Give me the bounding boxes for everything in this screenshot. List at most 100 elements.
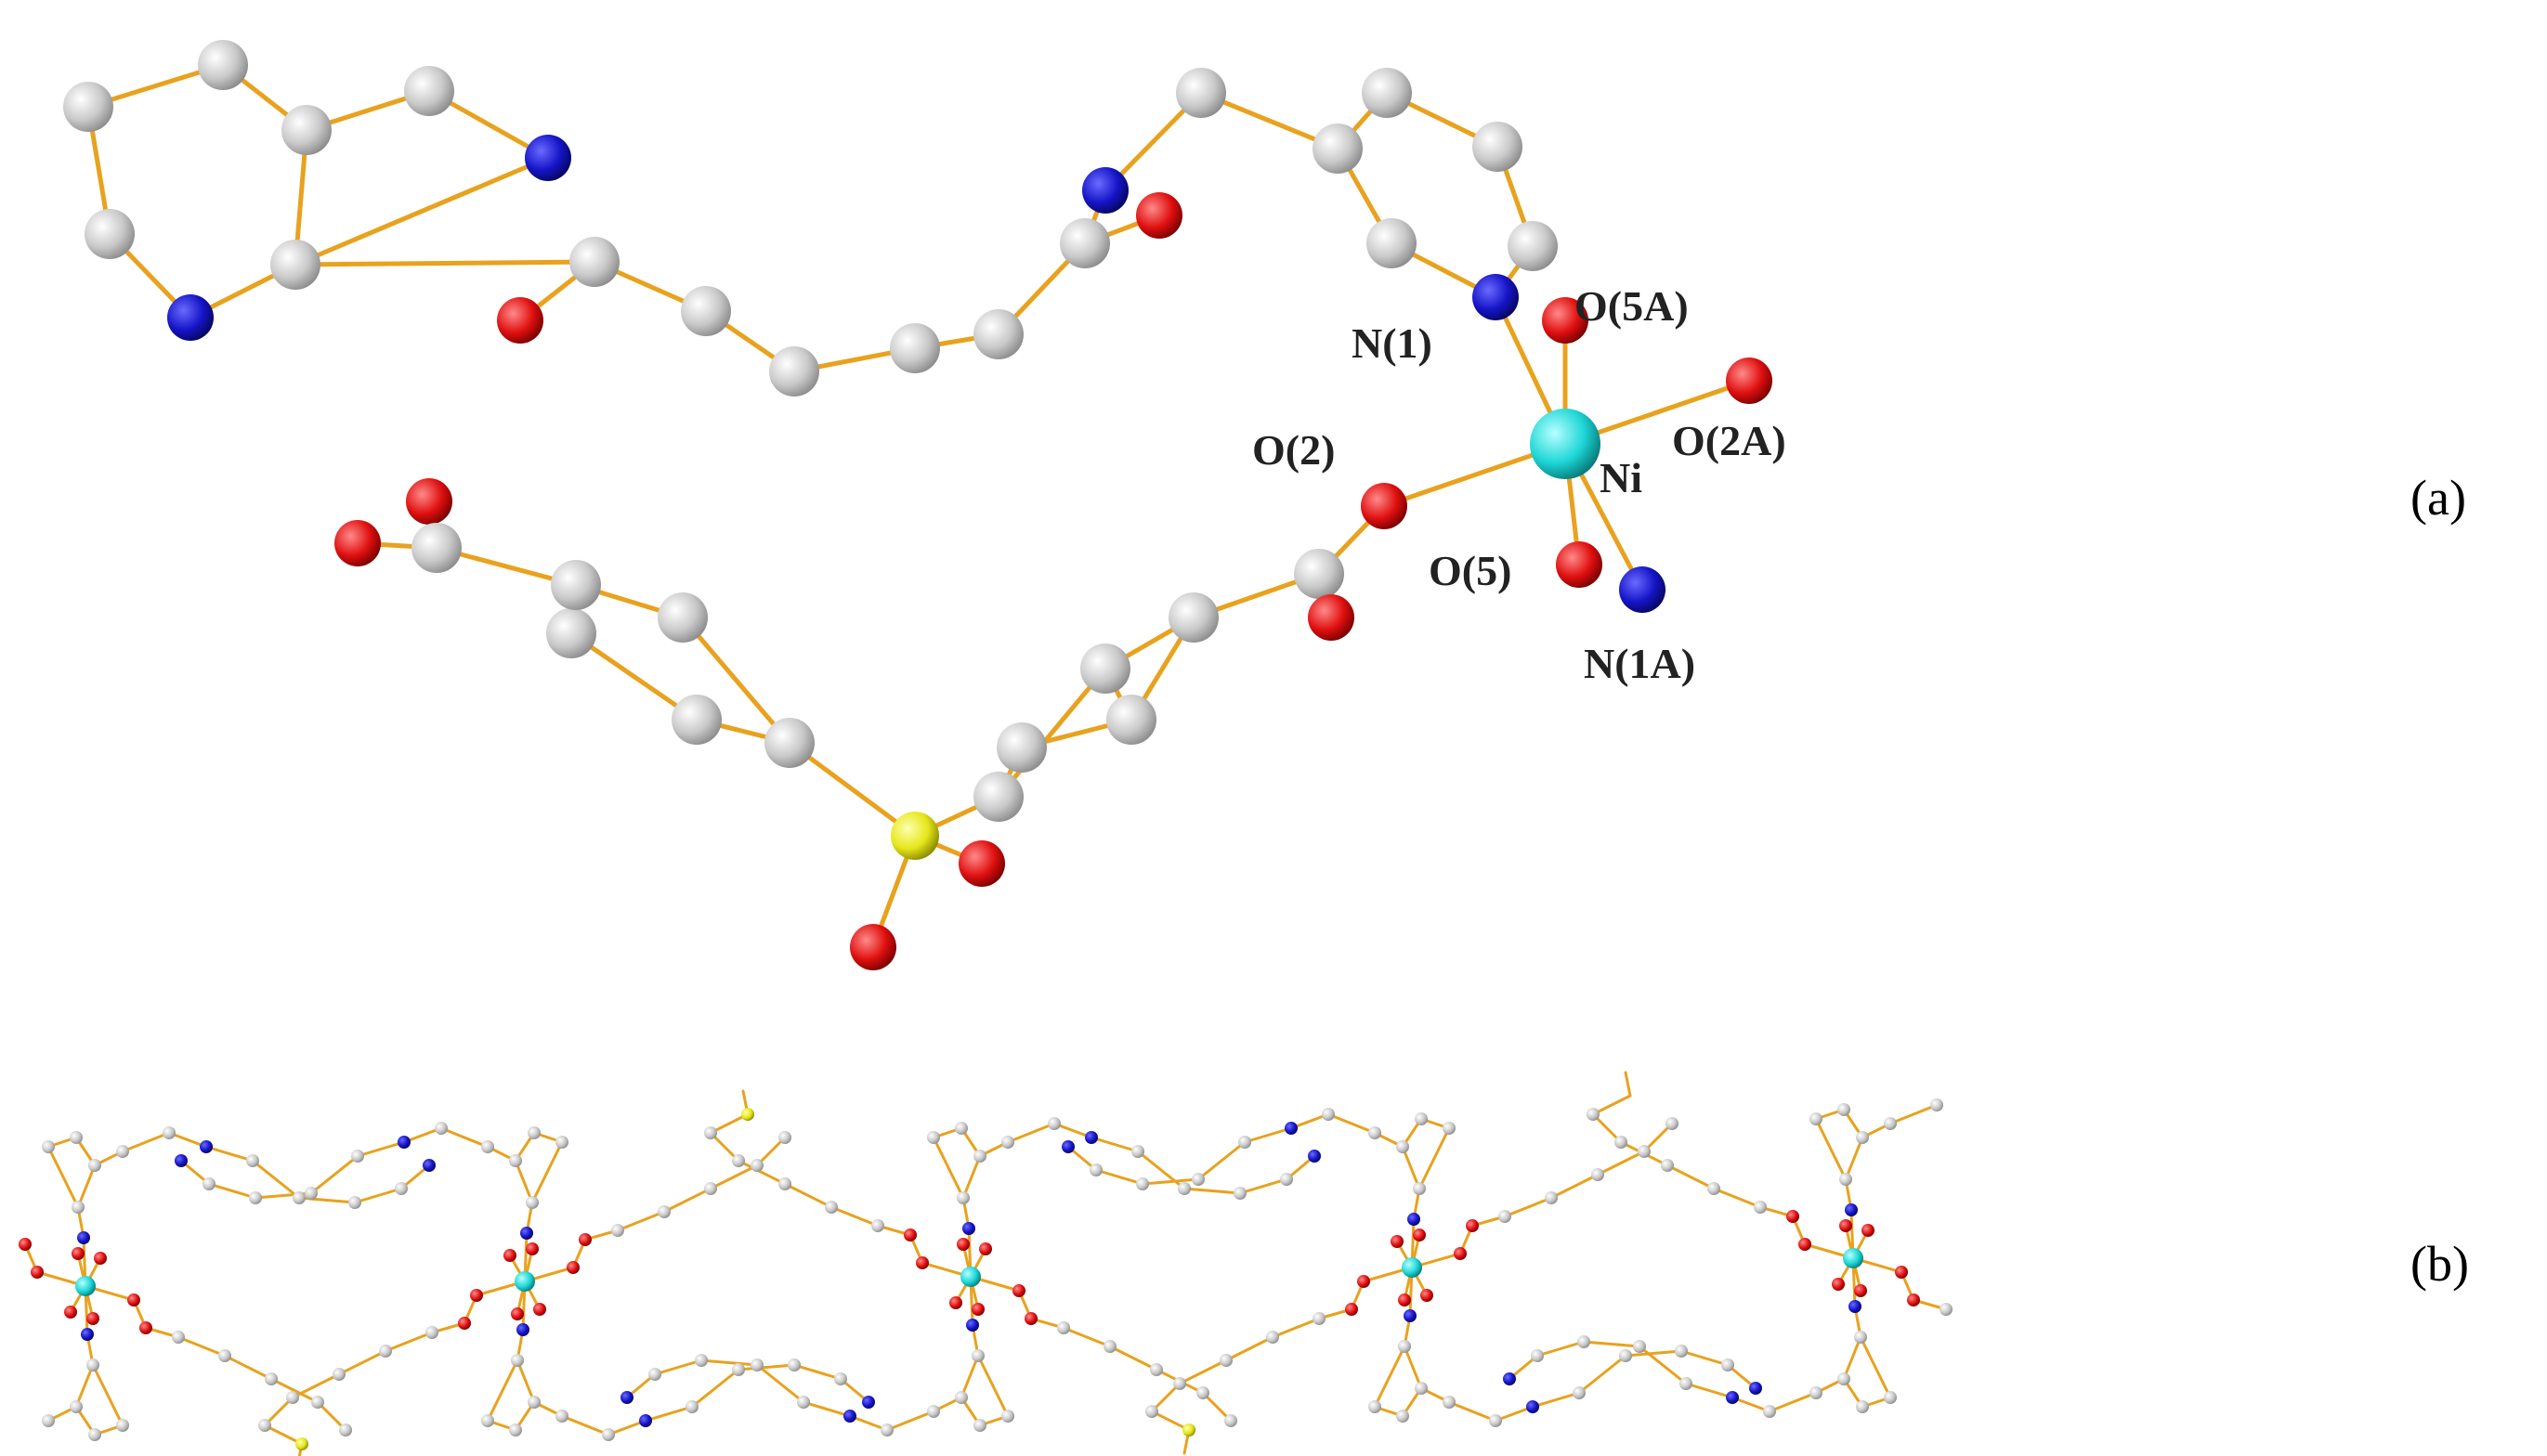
carbon-atom xyxy=(404,66,454,116)
carbon-atom xyxy=(778,1177,791,1190)
carbon-atom xyxy=(305,1187,318,1200)
bond xyxy=(204,1145,255,1163)
oxygen-atom xyxy=(1345,1303,1358,1316)
panel-b-atoms xyxy=(19,1098,1953,1450)
bond xyxy=(932,1136,965,1200)
nickel-atom xyxy=(75,1276,96,1296)
bond xyxy=(690,1368,740,1409)
oxygen-atom xyxy=(850,924,896,970)
bond xyxy=(1238,1177,1288,1195)
carbon-atom xyxy=(1489,1414,1502,1427)
nitrogen-atom xyxy=(1619,566,1665,613)
carbon-atom xyxy=(1577,1335,1590,1348)
carbon-atom xyxy=(1196,1386,1209,1399)
bond xyxy=(1844,1136,1864,1181)
carbon-atom xyxy=(764,718,815,768)
bond xyxy=(1679,1349,1730,1367)
carbon-atom xyxy=(1224,1414,1237,1427)
bond xyxy=(653,1358,703,1376)
bond xyxy=(439,1126,490,1149)
carbon-atom xyxy=(1531,1349,1544,1362)
bond xyxy=(1535,1340,1586,1358)
bond xyxy=(1638,1345,1688,1385)
carbon-atom xyxy=(1131,1145,1144,1158)
bond xyxy=(167,1131,208,1149)
nitrogen-atom xyxy=(862,1396,875,1409)
nitrogen-atom xyxy=(620,1391,633,1404)
bond xyxy=(1201,1391,1233,1423)
carbon-atom xyxy=(333,1368,346,1381)
panel-label-a: (a) xyxy=(2410,470,2466,526)
nitrogen-atom xyxy=(639,1414,652,1427)
carbon-atom xyxy=(1080,644,1130,694)
carbon-atom xyxy=(1472,122,1522,172)
bond xyxy=(1196,1140,1247,1181)
oxygen-atom xyxy=(904,1228,917,1242)
carbon-atom xyxy=(1057,1321,1070,1334)
bond xyxy=(337,1349,387,1376)
carbon-atom xyxy=(88,1159,101,1172)
carbon-atom xyxy=(1090,1164,1103,1176)
oxygen-atom xyxy=(957,1238,970,1251)
bond xyxy=(755,1136,787,1167)
nitrogen-atom xyxy=(1472,274,1519,320)
carbon-atom xyxy=(116,1145,129,1158)
carbon-atom xyxy=(695,1354,708,1367)
nitrogen-atom xyxy=(1062,1140,1075,1153)
oxygen-atom xyxy=(1454,1247,1467,1260)
carbon-atom xyxy=(1619,1349,1632,1362)
bond xyxy=(1842,1335,1862,1381)
sulfur-atom xyxy=(891,812,939,860)
bond xyxy=(269,1377,320,1404)
nickel-atom xyxy=(1530,409,1600,479)
bond xyxy=(1141,1177,1200,1186)
bond xyxy=(560,1414,610,1436)
carbon-atom xyxy=(927,1405,940,1418)
carbon-atom xyxy=(871,1219,884,1232)
oxygen-atom xyxy=(1357,1275,1370,1288)
bond xyxy=(709,1164,759,1190)
carbon-atom xyxy=(1176,68,1226,118)
carbon-atom xyxy=(1366,218,1417,268)
oxygen-atom xyxy=(1895,1266,1908,1279)
bond xyxy=(263,1396,294,1427)
carbon-atom xyxy=(258,1419,271,1432)
carbon-atom xyxy=(1238,1136,1251,1149)
carbon-atom xyxy=(1415,1112,1428,1125)
carbon-atom xyxy=(1884,1117,1897,1130)
bond xyxy=(1624,1349,1683,1358)
carbon-atom xyxy=(1498,1210,1511,1223)
oxygen-atom xyxy=(1786,1210,1799,1223)
carbon-atom xyxy=(732,1154,745,1167)
carbon-atom xyxy=(1508,221,1558,271)
carbon-atom xyxy=(1060,218,1110,268)
bond xyxy=(680,615,792,746)
oxygen-atom xyxy=(1361,483,1407,529)
panel-b-1d-chain xyxy=(19,1071,1953,1456)
nitrogen-atom xyxy=(1726,1391,1739,1404)
carbon-atom xyxy=(555,1136,568,1149)
bond xyxy=(1062,1326,1112,1348)
carbon-atom xyxy=(1721,1358,1734,1372)
carbon-atom xyxy=(395,1182,408,1195)
bond xyxy=(1094,1168,1144,1186)
carbon-atom xyxy=(972,1349,985,1362)
carbon-atom xyxy=(1048,1117,1061,1130)
oxygen-atom xyxy=(916,1256,929,1269)
bond xyxy=(787,740,918,838)
bond xyxy=(1531,1391,1581,1409)
bond xyxy=(960,1354,980,1399)
bond xyxy=(568,630,699,722)
bond xyxy=(1503,1196,1553,1218)
panel-label-b: (b) xyxy=(2410,1236,2469,1292)
nitrogen-atom xyxy=(525,135,571,181)
carbon-atom xyxy=(890,323,940,373)
nitrogen-atom xyxy=(1845,1203,1858,1216)
bond xyxy=(1577,1354,1627,1395)
oxygen-atom xyxy=(406,478,452,525)
atom-label-o2: O(2) xyxy=(1252,426,1335,474)
carbon-atom xyxy=(997,722,1047,773)
bond xyxy=(91,1363,124,1427)
nitrogen-atom xyxy=(1285,1122,1298,1135)
bond xyxy=(1006,1122,1056,1144)
